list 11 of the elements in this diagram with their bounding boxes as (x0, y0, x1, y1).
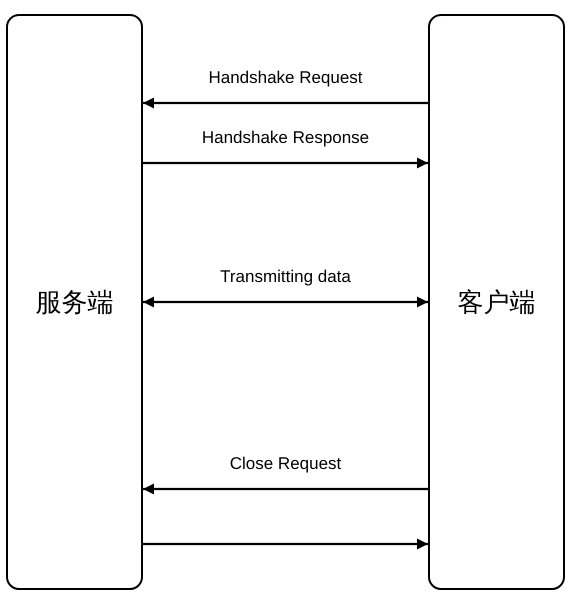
edge-label: Transmitting data (218, 267, 353, 287)
arrow (143, 98, 428, 108)
arrow (143, 484, 428, 494)
endpoint-label: 客户端 (458, 286, 536, 320)
arrow (143, 296, 428, 308)
edge-label: Close Request (228, 454, 344, 474)
arrow (143, 158, 428, 168)
endpoint-label: 服务端 (36, 286, 114, 320)
endpoint-box (428, 14, 565, 590)
arrow (143, 538, 428, 550)
endpoint-box (6, 14, 143, 590)
